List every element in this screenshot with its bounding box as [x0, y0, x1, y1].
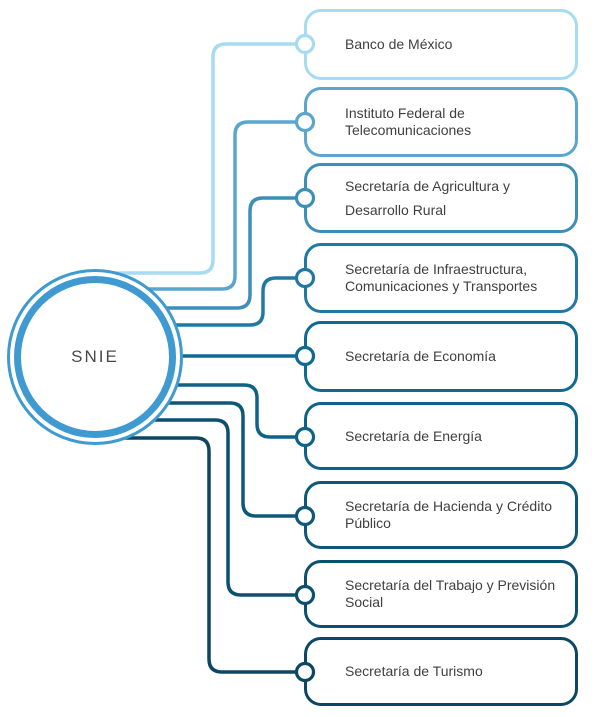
- node-box-banco-de-mexico: Banco de México: [304, 9, 578, 80]
- connector-line: [95, 42, 296, 275]
- node-box-turismo: Secretaría de Turismo: [304, 637, 578, 706]
- node-box-economia: Secretaría de Economía: [304, 321, 578, 392]
- node-label: Secretaría de Turismo: [345, 663, 483, 680]
- node-label: Banco de México: [345, 36, 453, 53]
- connector-line: [95, 120, 296, 291]
- snie-hub-inner-ring: SNIE: [14, 276, 176, 438]
- node-label: Secretaría de Economía: [345, 348, 496, 365]
- node-label: Secretaría del Trabajo y Previsión Socia…: [345, 577, 556, 610]
- node-box-infraestructura: Secretaría de Infraestructura, Comunicac…: [304, 243, 578, 313]
- node-label: Instituto Federal de Telecomunicaciones: [345, 105, 472, 138]
- node-box-agricultura: Secretaría de Agricultura y Desarrollo R…: [304, 163, 578, 233]
- node-label: Secretaría de Hacienda y Crédito Público: [345, 498, 552, 531]
- node-label: Secretaría de Energía: [345, 427, 482, 444]
- snie-hub: SNIE: [7, 269, 183, 445]
- connector-line: [95, 418, 296, 597]
- node-box-energia: Secretaría de Energía: [304, 402, 578, 470]
- node-box-hacienda: Secretaría de Hacienda y Crédito Público: [304, 481, 578, 549]
- node-box-ift: Instituto Federal de Telecomunicaciones: [304, 87, 578, 157]
- node-box-trabajo: Secretaría del Trabajo y Previsión Socia…: [304, 560, 578, 628]
- hub-label: SNIE: [71, 347, 119, 366]
- connector-line: [95, 436, 296, 674]
- node-label: Secretaría de Infraestructura, Comunicac…: [345, 261, 538, 294]
- node-label: Secretaría de Agricultura y Desarrollo R…: [345, 177, 510, 218]
